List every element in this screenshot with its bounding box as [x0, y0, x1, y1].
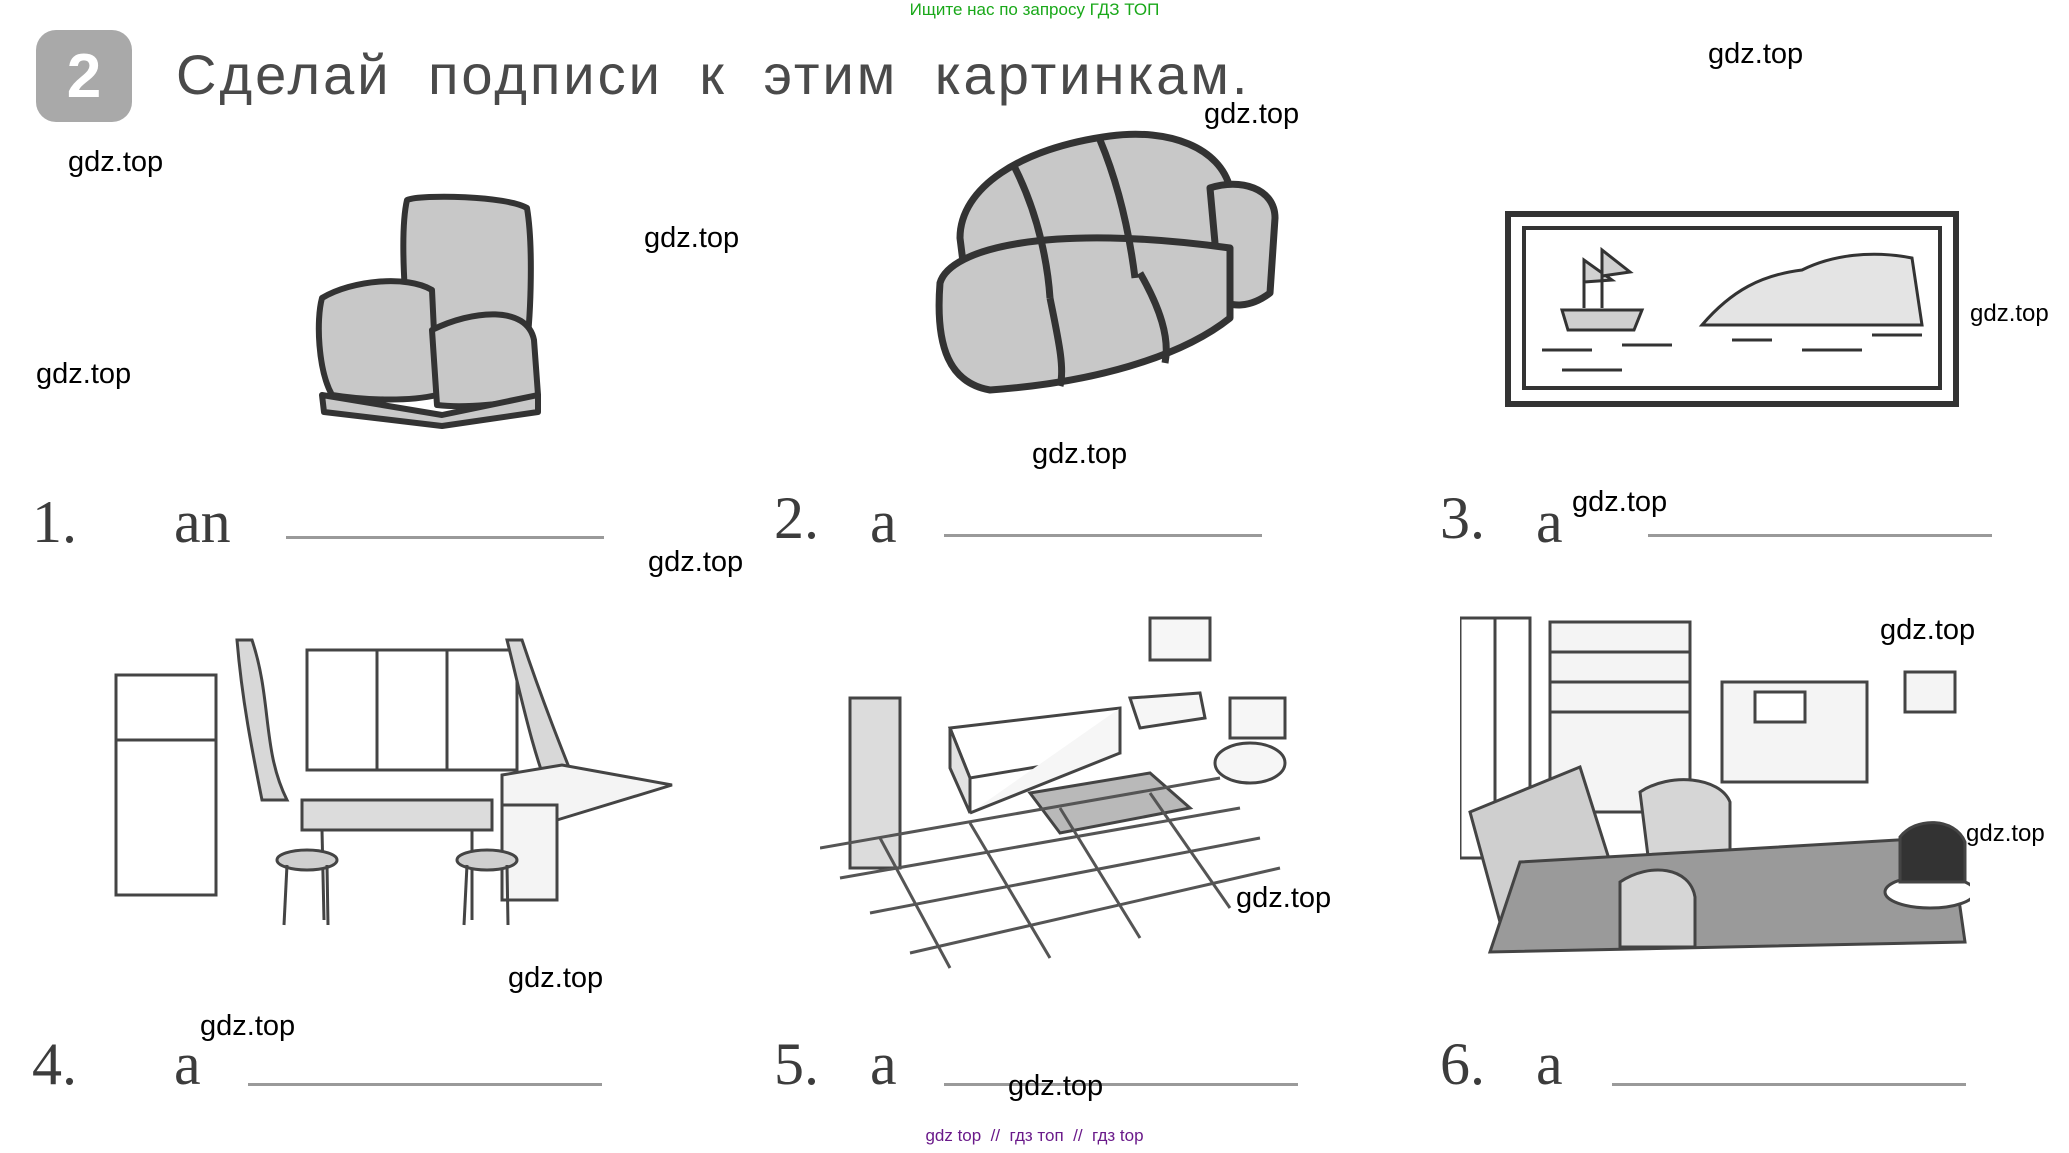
watermark: gdz.top — [1966, 820, 2045, 847]
watermark: gdz.top — [1204, 98, 1300, 130]
watermark: gdz.top — [1032, 438, 1128, 470]
watermark: gdz.top — [1708, 38, 1804, 70]
living-room-picture — [1460, 616, 1970, 954]
watermark: gdz.top — [200, 1010, 296, 1042]
watermark: gdz.top — [1008, 1070, 1104, 1102]
search-hint-link[interactable]: Ищите нас по запросу ГДЗ ТОП — [909, 0, 1160, 19]
item-5-answer-line[interactable] — [944, 1083, 1298, 1086]
ship-painting-picture — [1505, 211, 1959, 407]
item-4-answer-line[interactable] — [248, 1083, 602, 1086]
item-1-number: 1. — [32, 489, 77, 555]
bathroom-picture — [820, 616, 1287, 969]
item-4-article: a — [174, 1031, 201, 1097]
watermark: gdz.top — [508, 962, 604, 994]
watermark: gdz.top — [644, 222, 740, 254]
exercise-number-badge: 2 — [36, 30, 132, 122]
sofa-picture — [935, 130, 1279, 394]
item-2-article: a — [870, 489, 897, 555]
item-1-answer-line[interactable] — [286, 536, 604, 539]
watermark: gdz.top — [68, 146, 164, 178]
item-3-answer-line[interactable] — [1648, 534, 1992, 537]
watermark: gdz.top — [1970, 300, 2049, 327]
item-6-answer-line[interactable] — [1612, 1083, 1966, 1086]
item-5-article: a — [870, 1031, 897, 1097]
watermark: gdz.top — [648, 546, 744, 578]
armchair-picture — [315, 193, 541, 429]
item-6-article: a — [1536, 1031, 1563, 1097]
watermark: gdz.top — [1880, 614, 1976, 646]
item-5-number: 5. — [774, 1031, 819, 1097]
kitchen-picture — [114, 638, 673, 926]
exercise-instruction: Сделай подписи к этим картинкам. — [176, 43, 1251, 106]
item-4-number: 4. — [32, 1031, 77, 1097]
watermark: gdz.top — [36, 358, 132, 390]
bottom-watermark-nav[interactable]: gdz top // гдз топ // гдз top — [925, 1126, 1144, 1145]
item-6-number: 6. — [1440, 1031, 1485, 1097]
item-2-answer-line[interactable] — [944, 534, 1262, 537]
watermark: gdz.top — [1572, 486, 1668, 518]
item-3-article: a — [1536, 489, 1563, 555]
item-1-article: an — [174, 489, 231, 555]
item-2-number: 2. — [774, 485, 819, 551]
watermark: gdz.top — [1236, 882, 1332, 914]
item-3-number: 3. — [1440, 485, 1485, 551]
